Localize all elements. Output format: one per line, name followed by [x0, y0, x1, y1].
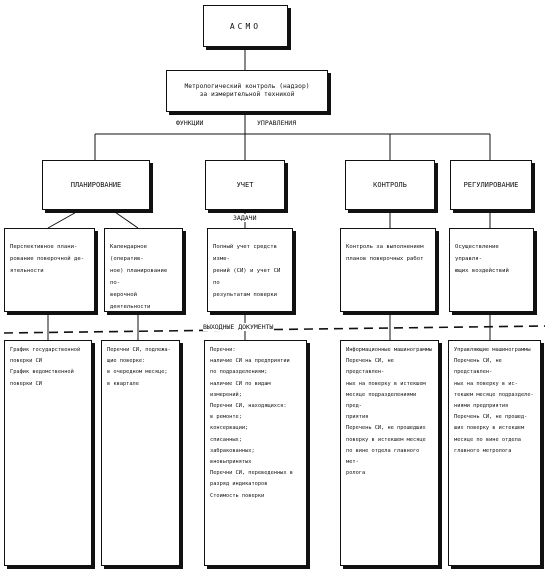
function-accounting-label: УЧЕТ	[236, 181, 254, 189]
doc-info-machinegrams: Информационные машинограммы Перечень СИ,…	[340, 340, 439, 566]
connector-planning-task2	[111, 209, 139, 229]
task-calendar-planning: Календарное (оператив- ное) планирование…	[104, 228, 183, 312]
label-output-documents: ВЫХОДНЫЕ ДОКУМЕНТЫ	[203, 323, 274, 331]
dashed-separator	[3, 325, 546, 334]
doc-verification-schedules: График государственной поверки СИ График…	[4, 340, 92, 566]
doc-lists: Перечни: наличие СИ на предприятии по по…	[204, 340, 307, 566]
task-full-accounting: Полный учет средств изме- рений (СИ) и у…	[207, 228, 293, 312]
task-calendar-planning-text: Календарное (оператив- ное) планирование…	[110, 244, 168, 310]
task-management-actions: Осуществление управля- ющих воздействий	[449, 228, 534, 312]
doc-control-machinegrams-text: Управляющие машинограммы Перечень СИ, не…	[454, 347, 534, 454]
label-tasks: ЗАДАЧИ	[233, 214, 257, 222]
task-perspective-planning: Перспективное плани- рование поверочной …	[4, 228, 95, 312]
asmo-box: АСМО	[203, 5, 288, 47]
function-regulation: РЕГУЛИРОВАНИЕ	[450, 160, 532, 210]
doc-lists-text: Перечни: наличие СИ на предприятии по по…	[210, 347, 293, 499]
asmo-label: АСМО	[229, 21, 262, 31]
task-management-actions-text: Осуществление управля- ющих воздействий	[455, 244, 509, 274]
label-management: УПРАВЛЕНИЯ	[257, 119, 297, 127]
function-accounting: УЧЕТ	[205, 160, 285, 210]
doc-verification-schedules-text: График государственной поверки СИ График…	[10, 347, 81, 387]
doc-lists-due-text: Перечни СИ, подлежа- щие поверке: в очер…	[107, 347, 171, 387]
metrological-control-box: Метрологический контроль (надзор) за изм…	[166, 70, 328, 112]
function-control: КОНТРОЛЬ	[345, 160, 435, 210]
label-functions: ФУНКЦИИ	[176, 119, 204, 127]
metrological-control-label: Метрологический контроль (надзор) за изм…	[184, 82, 310, 99]
task-full-accounting-text: Полный учет средств изме- рений (СИ) и у…	[213, 244, 281, 298]
function-control-label: КОНТРОЛЬ	[373, 181, 407, 189]
function-planning-label: ПЛАНИРОВАНИЕ	[70, 181, 122, 189]
doc-info-machinegrams-text: Информационные машинограммы Перечень СИ,…	[346, 347, 433, 477]
function-planning: ПЛАНИРОВАНИЕ	[42, 160, 150, 210]
doc-lists-due: Перечни СИ, подлежа- щие поверке: в очер…	[101, 340, 180, 566]
doc-control-machinegrams: Управляющие машинограммы Перечень СИ, не…	[448, 340, 541, 566]
task-control-plans: Контроль за выполнением планов поверочны…	[340, 228, 436, 312]
task-perspective-planning-text: Перспективное плани- рование поверочной …	[10, 244, 85, 274]
connector-planning-task1	[47, 209, 81, 229]
task-control-plans-text: Контроль за выполнением планов поверочны…	[346, 244, 424, 262]
function-regulation-label: РЕГУЛИРОВАНИЕ	[463, 181, 519, 189]
